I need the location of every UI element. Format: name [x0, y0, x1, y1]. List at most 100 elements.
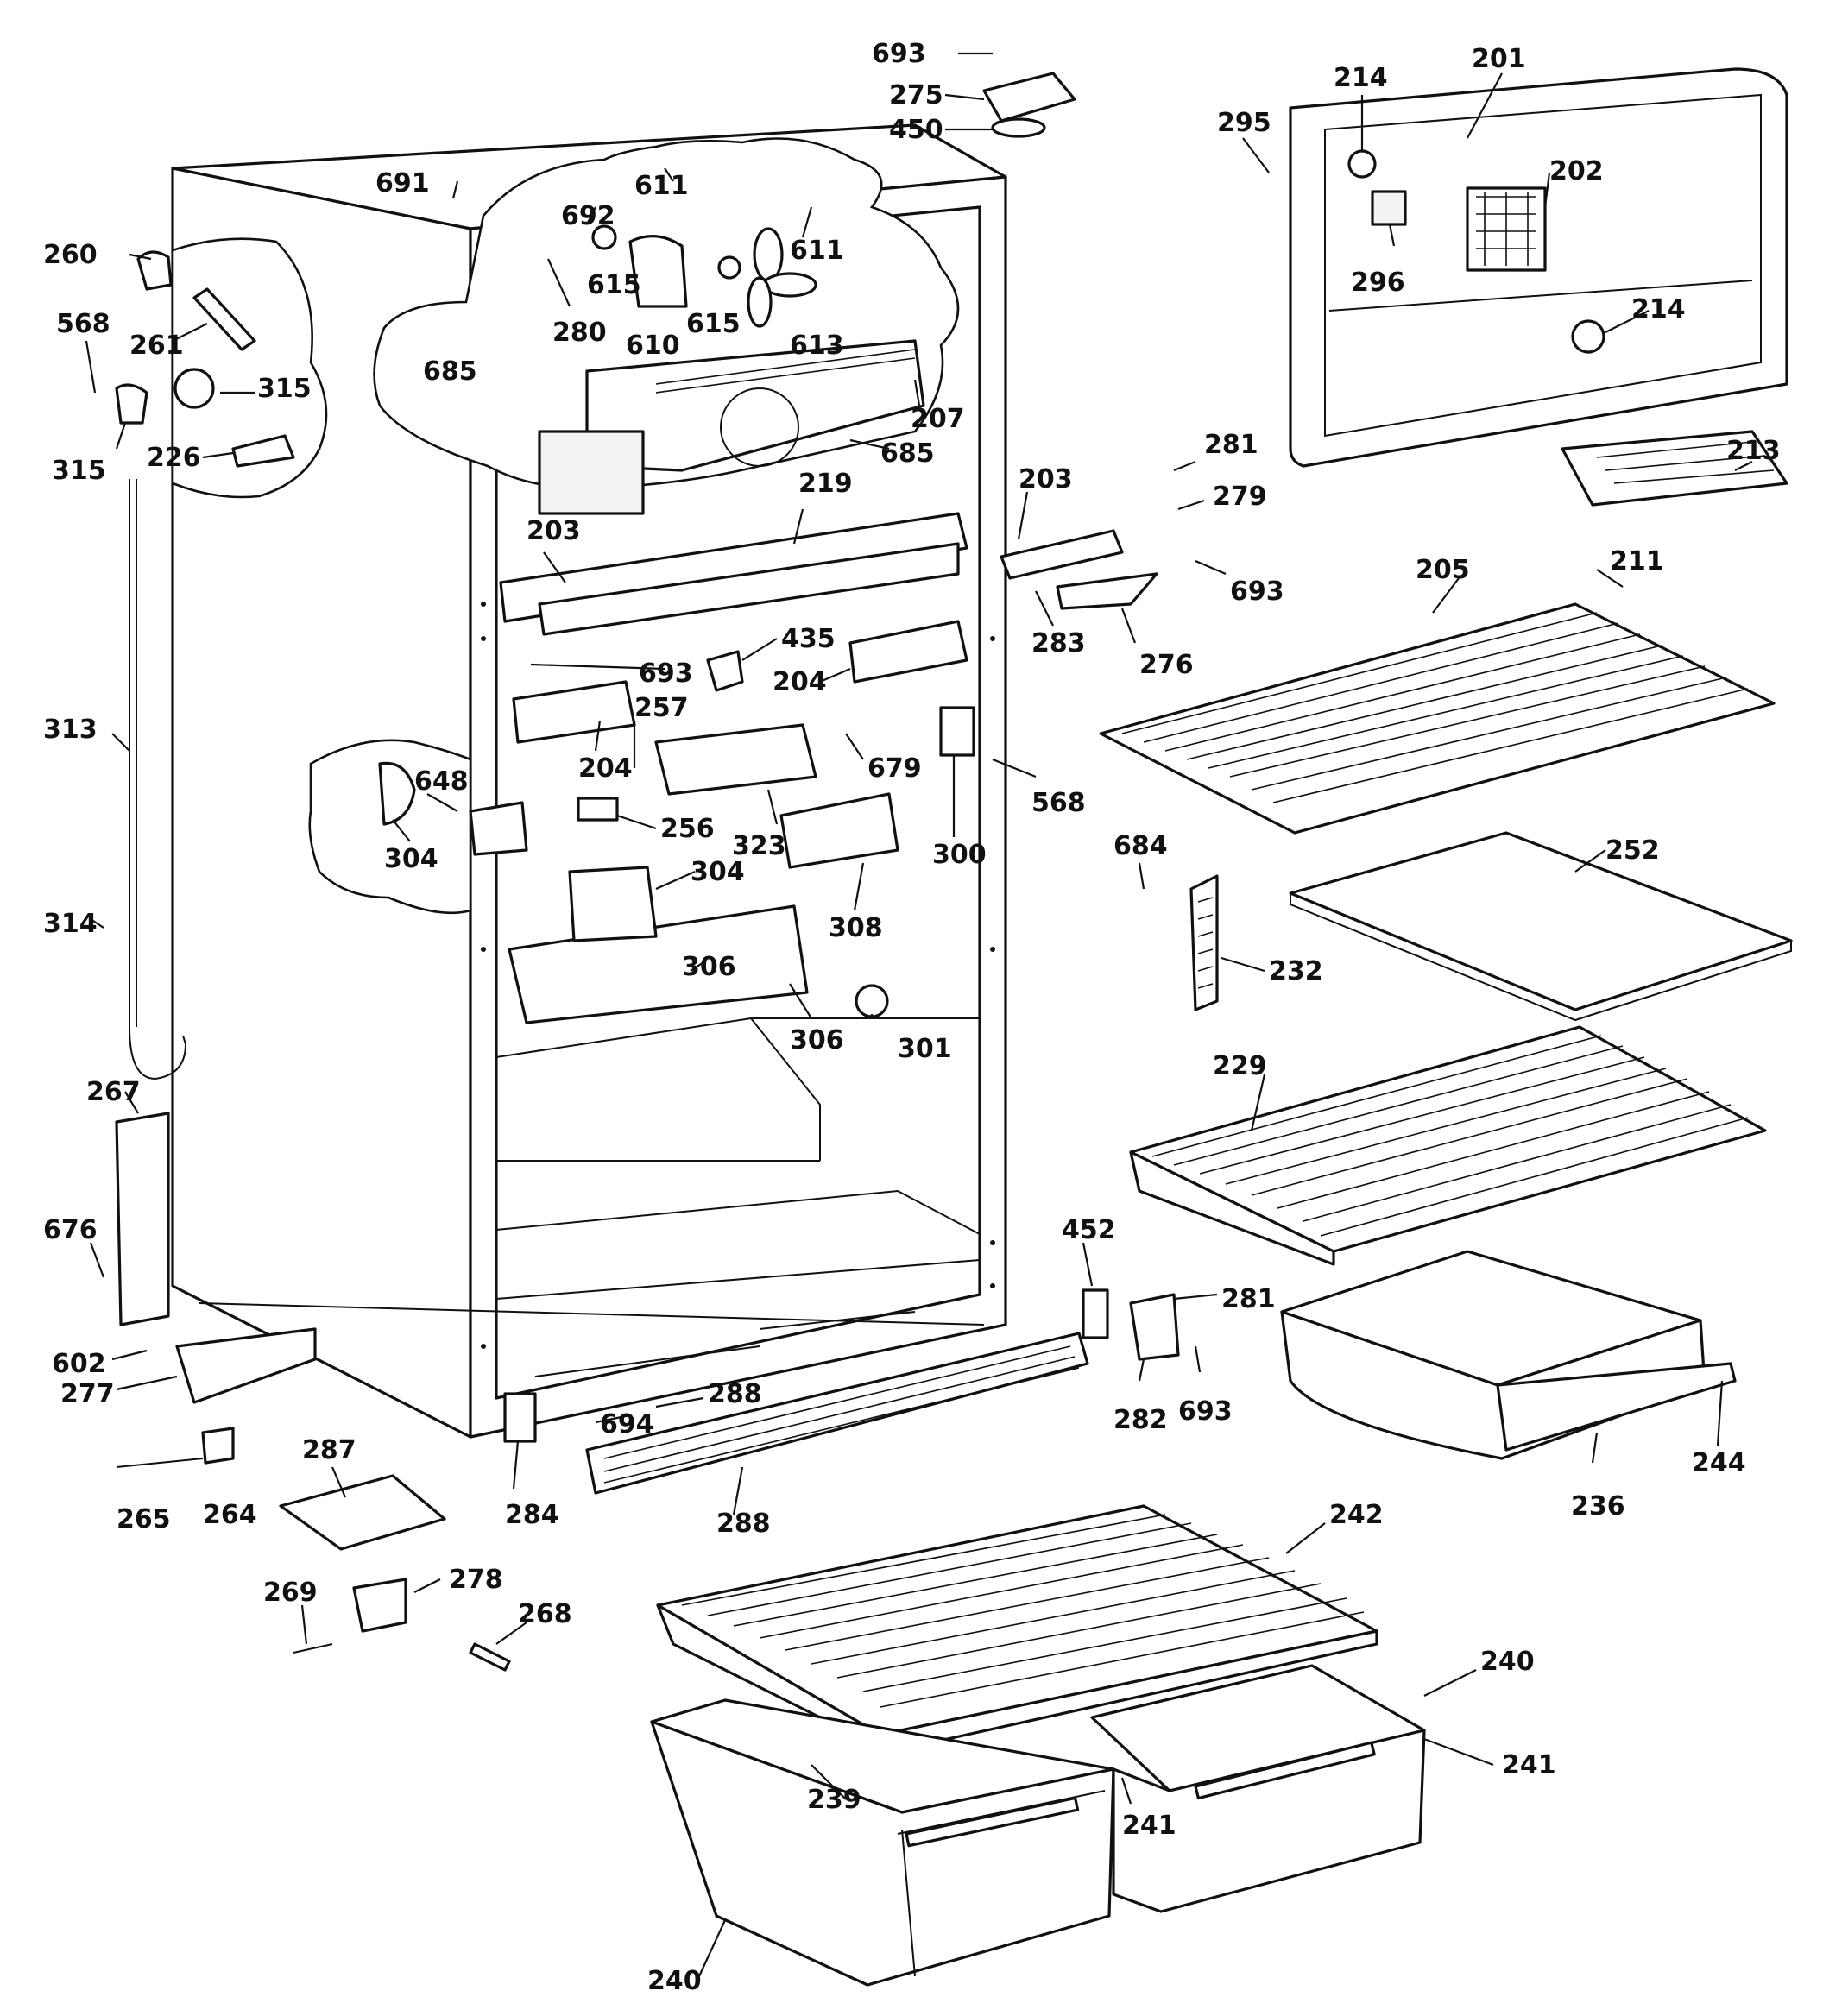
callout-207: 207: [911, 404, 965, 434]
callout-268: 268: [518, 1599, 572, 1629]
frame-screw-holes: [481, 602, 995, 1349]
crisper-pan-240-right: [1090, 1664, 1426, 1913]
callout-229: 229: [1213, 1051, 1267, 1081]
callout-282: 282: [1113, 1405, 1168, 1435]
hinge-plate-277: [175, 1327, 317, 1404]
caster-264: [201, 1427, 235, 1465]
callout-226: 226: [147, 443, 201, 473]
wire-shelf-229: [1129, 1025, 1767, 1266]
callout-214: 214: [1334, 63, 1388, 93]
callout-568: 568: [1031, 788, 1086, 818]
callout-239: 239: [807, 1785, 861, 1815]
callout-693: 693: [872, 39, 926, 69]
ice-tray: [1561, 430, 1788, 507]
callout-240: 240: [647, 1966, 702, 1996]
callout-611: 611: [790, 236, 844, 266]
callout-314: 314: [43, 909, 98, 939]
wire-shelf-205: [1099, 602, 1776, 835]
callout-315: 315: [257, 374, 312, 404]
callout-611: 611: [634, 171, 689, 201]
evaporator-assembly-207: [538, 339, 925, 515]
callout-241: 241: [1122, 1811, 1176, 1841]
callout-275: 275: [889, 80, 943, 110]
callout-287: 287: [302, 1435, 356, 1465]
callout-676: 676: [43, 1215, 98, 1245]
callout-308: 308: [829, 913, 883, 943]
callout-203: 203: [1019, 464, 1073, 495]
callout-201: 201: [1472, 44, 1526, 74]
callout-219: 219: [798, 469, 853, 499]
callout-278: 278: [449, 1565, 503, 1595]
callout-204: 204: [578, 753, 633, 784]
control-housing-306: [508, 904, 809, 1024]
timer-648: [469, 801, 528, 856]
knob-301: [855, 984, 889, 1018]
callout-288: 288: [708, 1379, 762, 1409]
water-valve-315: [115, 383, 148, 425]
shelf-bracket-232: [1189, 874, 1219, 1011]
callout-257: 257: [634, 693, 689, 723]
callout-281: 281: [1221, 1284, 1276, 1314]
callout-240: 240: [1480, 1647, 1535, 1677]
roller-278: [352, 1578, 407, 1633]
callout-306: 306: [682, 952, 736, 982]
callout-265: 265: [117, 1504, 171, 1534]
pin-269: [293, 1643, 333, 1654]
callout-labels: 693 275 450 214 201 295 202 296 214 213 …: [43, 39, 1781, 1996]
glass-shelf-252: [1289, 831, 1793, 1022]
callout-304: 304: [691, 857, 745, 887]
bottom-grille-288: [585, 1332, 1089, 1495]
callout-260: 260: [43, 240, 98, 270]
callout-691: 691: [375, 168, 430, 198]
callout-232: 232: [1269, 956, 1323, 986]
callout-276: 276: [1139, 650, 1194, 680]
top-hinge-275: [982, 72, 1076, 123]
callout-267: 267: [86, 1077, 141, 1107]
tube-226: [231, 434, 295, 468]
plate-452: [1082, 1288, 1109, 1339]
fan-blade-613: [747, 227, 817, 328]
callout-288: 288: [716, 1509, 771, 1539]
crossbar-203-lower: [538, 542, 960, 636]
callout-685: 685: [423, 356, 477, 387]
callout-295: 295: [1217, 108, 1271, 138]
cover-267: [115, 1112, 170, 1326]
callout-452: 452: [1062, 1215, 1116, 1245]
drain-tube-313: [129, 479, 187, 1080]
callout-203: 203: [527, 516, 581, 546]
tube-261: [192, 287, 256, 351]
callout-679: 679: [867, 753, 922, 784]
control-box-304: [568, 866, 658, 942]
callout-264: 264: [203, 1500, 257, 1530]
callout-281: 281: [1204, 430, 1258, 460]
axle-265: [116, 1458, 204, 1468]
callout-280: 280: [552, 318, 607, 348]
hinge-276: [1056, 572, 1158, 610]
callout-610: 610: [626, 331, 680, 361]
callout-568: 568: [56, 309, 110, 339]
callout-202: 202: [1549, 156, 1604, 186]
callout-602: 602: [52, 1349, 106, 1379]
callout-241: 241: [1502, 1750, 1556, 1780]
bracket-308: [779, 792, 899, 869]
callout-692: 692: [561, 201, 615, 231]
bracket-323: [654, 723, 817, 796]
callout-205: 205: [1416, 555, 1470, 585]
damper-435: [706, 650, 744, 692]
callout-252: 252: [1605, 835, 1660, 866]
bottom-hinge-287: [279, 1474, 446, 1551]
callout-693: 693: [1178, 1396, 1233, 1427]
callout-315: 315: [52, 456, 106, 486]
screw-268: [469, 1642, 511, 1672]
callout-313: 313: [43, 715, 98, 745]
cutaway-lower-left: [308, 739, 472, 915]
callout-323: 323: [732, 831, 786, 861]
crisper-pan-240-left: [650, 1698, 1115, 1987]
fan-motor-610: [591, 224, 741, 308]
switch-300: [939, 706, 975, 757]
callout-693: 693: [639, 658, 693, 689]
callout-304: 304: [384, 844, 438, 874]
callout-204: 204: [773, 667, 827, 697]
callout-615: 615: [686, 309, 741, 339]
